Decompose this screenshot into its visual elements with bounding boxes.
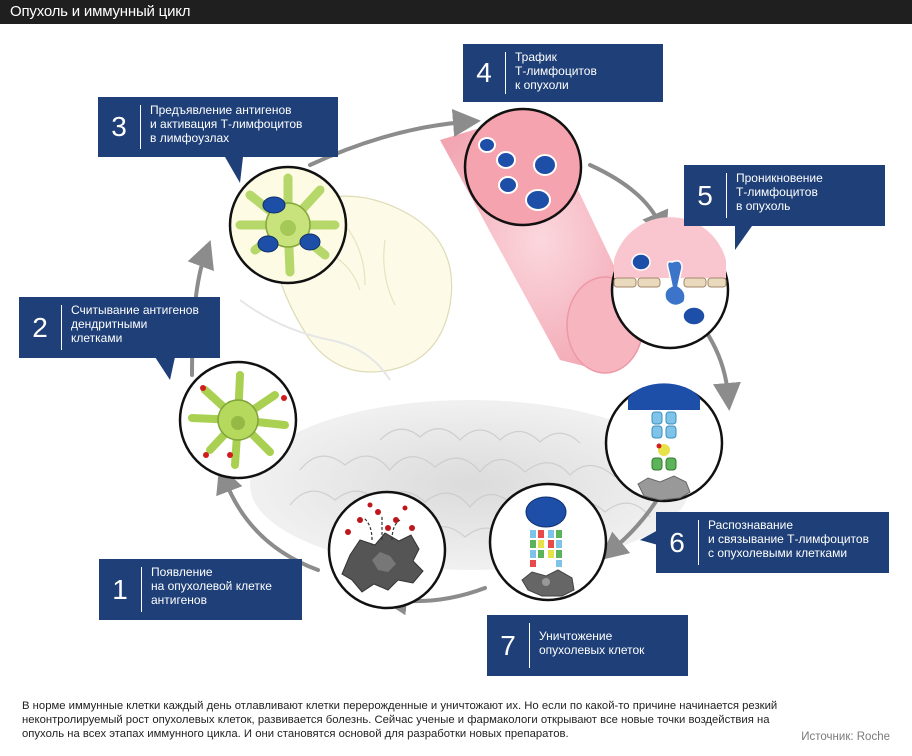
step-3-box: 3 Предъявление антигенов и активация Т-л…: [98, 97, 338, 157]
step-label: Предъявление антигенов и активация Т-лим…: [150, 103, 303, 145]
step-label: Уничтожение опухолевых клеток: [539, 629, 645, 657]
pointer-step-2: [155, 357, 175, 380]
step-number: 7: [500, 629, 516, 661]
stage-5-circle: [610, 217, 730, 350]
step-number: 5: [697, 179, 713, 211]
tumor-cell: [637, 475, 691, 501]
t-cell: [262, 196, 286, 214]
t-cell: [478, 137, 496, 153]
source-credit: Источник: Roche: [801, 731, 890, 743]
t-cell: [631, 253, 651, 271]
callout-pointers: [155, 157, 752, 545]
step-number: 6: [669, 526, 685, 558]
arrow-1-to-2: [216, 465, 320, 572]
antigen-dot: [203, 452, 209, 458]
step-number: 3: [111, 111, 127, 142]
antigen-dot: [227, 452, 233, 458]
page-title: Опухоль и иммунный цикл: [10, 3, 191, 20]
step-2-box: 2 Считывание антигенов дендритными клетк…: [19, 297, 220, 358]
pointer-step-3: [225, 157, 243, 183]
step-label: Проникновение Т-лимфоцитов в опухоль: [736, 171, 823, 213]
divider: [61, 305, 62, 350]
step-1-box: 1 Появление на опухолевой клетке антиген…: [99, 559, 302, 620]
divider: [698, 520, 699, 565]
t-cell-migrating: [664, 260, 686, 307]
antigen-dot: [200, 385, 206, 391]
pointer-step-5: [735, 226, 752, 250]
step-label: Считывание антигенов дендритными клеткам…: [71, 303, 199, 345]
step-label: Появление на опухолевой клетке антигенов: [151, 565, 272, 607]
step-label: Распознавание и связывание Т-лимфоцитов …: [708, 518, 869, 560]
t-cell: [257, 235, 279, 253]
step-5-box: 5 Проникновение Т-лимфоцитов в опухоль: [684, 165, 885, 226]
t-cell: [496, 151, 516, 169]
header-bar: Опухоль и иммунный цикл: [0, 0, 912, 24]
antigen-dot: [281, 395, 287, 401]
divider: [141, 567, 142, 612]
step-7-box: 7 Уничтожение опухолевых клеток: [487, 615, 688, 676]
step-number: 1: [112, 573, 128, 605]
stage-4-circle: [463, 107, 583, 227]
t-cell: [525, 189, 551, 211]
divider: [726, 173, 727, 218]
stage-6-circle: [604, 383, 724, 503]
t-cell: [498, 176, 518, 194]
divider: [505, 52, 506, 94]
arrow-5-to-6: [703, 328, 741, 411]
footer-description: В норме иммунные клетки каждый день отла…: [22, 700, 778, 740]
pointer-step-6: [640, 530, 658, 545]
divider: [529, 623, 530, 668]
immune-cycle-diagram: [155, 107, 752, 616]
arrow-4-to-5: [588, 163, 669, 240]
stage-2-circle: [178, 360, 298, 480]
t-cell: [533, 154, 557, 176]
step-number: 2: [32, 311, 48, 343]
stage-7-circle: [488, 482, 608, 602]
lymph-vessel: [239, 299, 391, 381]
step-6-box: 6 Распознавание и связывание Т-лимфоцито…: [656, 512, 889, 573]
step-4-box: 4 Трафик Т-лимфоцитов к опухоли: [463, 44, 663, 102]
stage-3-circle: [228, 165, 348, 285]
divider: [140, 105, 141, 149]
stage-1-circle: [327, 490, 447, 610]
step-label: Трафик Т-лимфоцитов к опухоли: [515, 50, 597, 92]
step-number: 4: [476, 57, 492, 88]
t-cell: [682, 306, 706, 326]
t-cell: [299, 233, 321, 251]
